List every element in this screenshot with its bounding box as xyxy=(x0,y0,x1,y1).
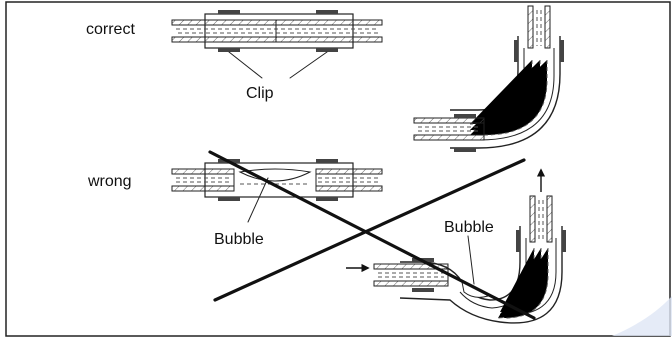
flexible-tube-outer xyxy=(450,36,561,149)
label-correct: correct xyxy=(86,21,135,38)
tube-wall-bottom xyxy=(413,134,485,141)
tube-wall-right xyxy=(546,195,553,243)
label-clip: Clip xyxy=(246,85,274,102)
clip xyxy=(218,48,240,52)
tube-wall-top xyxy=(315,168,383,175)
liquid-line xyxy=(503,248,549,319)
clip xyxy=(316,10,338,14)
wrong-straight-connection xyxy=(171,159,383,223)
tube-wall-right xyxy=(544,5,551,49)
clip xyxy=(412,288,434,292)
tube-wall-bottom xyxy=(315,185,383,192)
bubble-leader xyxy=(467,235,475,285)
clip xyxy=(454,148,476,152)
tube-wall-bottom xyxy=(171,185,235,192)
bubble-leader xyxy=(247,177,269,223)
clip xyxy=(514,40,518,62)
tube-wall-bottom xyxy=(171,36,383,43)
tube-wall-top xyxy=(413,117,485,124)
clip xyxy=(316,48,338,52)
sleeve-outline xyxy=(204,13,354,49)
wrong-cross-stroke xyxy=(213,158,526,302)
tube-wall-top xyxy=(171,19,383,26)
label-bubble-left: Bubble xyxy=(214,231,264,248)
clip xyxy=(316,197,338,201)
watermark-swoosh xyxy=(612,296,672,336)
label-wrong: wrong xyxy=(87,173,132,190)
liquid-line xyxy=(470,60,548,136)
wrong-cross-stroke xyxy=(208,150,536,320)
clip xyxy=(454,114,476,118)
label-bubble-right: Bubble xyxy=(444,219,494,236)
clip xyxy=(562,230,566,252)
tube-wall-left xyxy=(529,195,536,243)
clip-leader xyxy=(289,51,328,79)
tube-wall-bottom xyxy=(373,280,449,287)
wrong-elbow-connection xyxy=(346,168,566,324)
figure-frame xyxy=(5,1,671,337)
clip xyxy=(218,197,240,201)
clip xyxy=(560,40,564,62)
flexible-tube-inner xyxy=(458,48,555,141)
tube-wall-left xyxy=(527,5,534,49)
flexible-tube-outer xyxy=(399,226,563,324)
correct-straight-connection xyxy=(171,10,383,79)
clip-leader xyxy=(228,51,263,79)
tube-wall-top xyxy=(171,168,235,175)
clip xyxy=(316,159,338,163)
clip xyxy=(218,10,240,14)
correct-elbow-connection xyxy=(413,5,564,152)
clip xyxy=(516,230,520,252)
